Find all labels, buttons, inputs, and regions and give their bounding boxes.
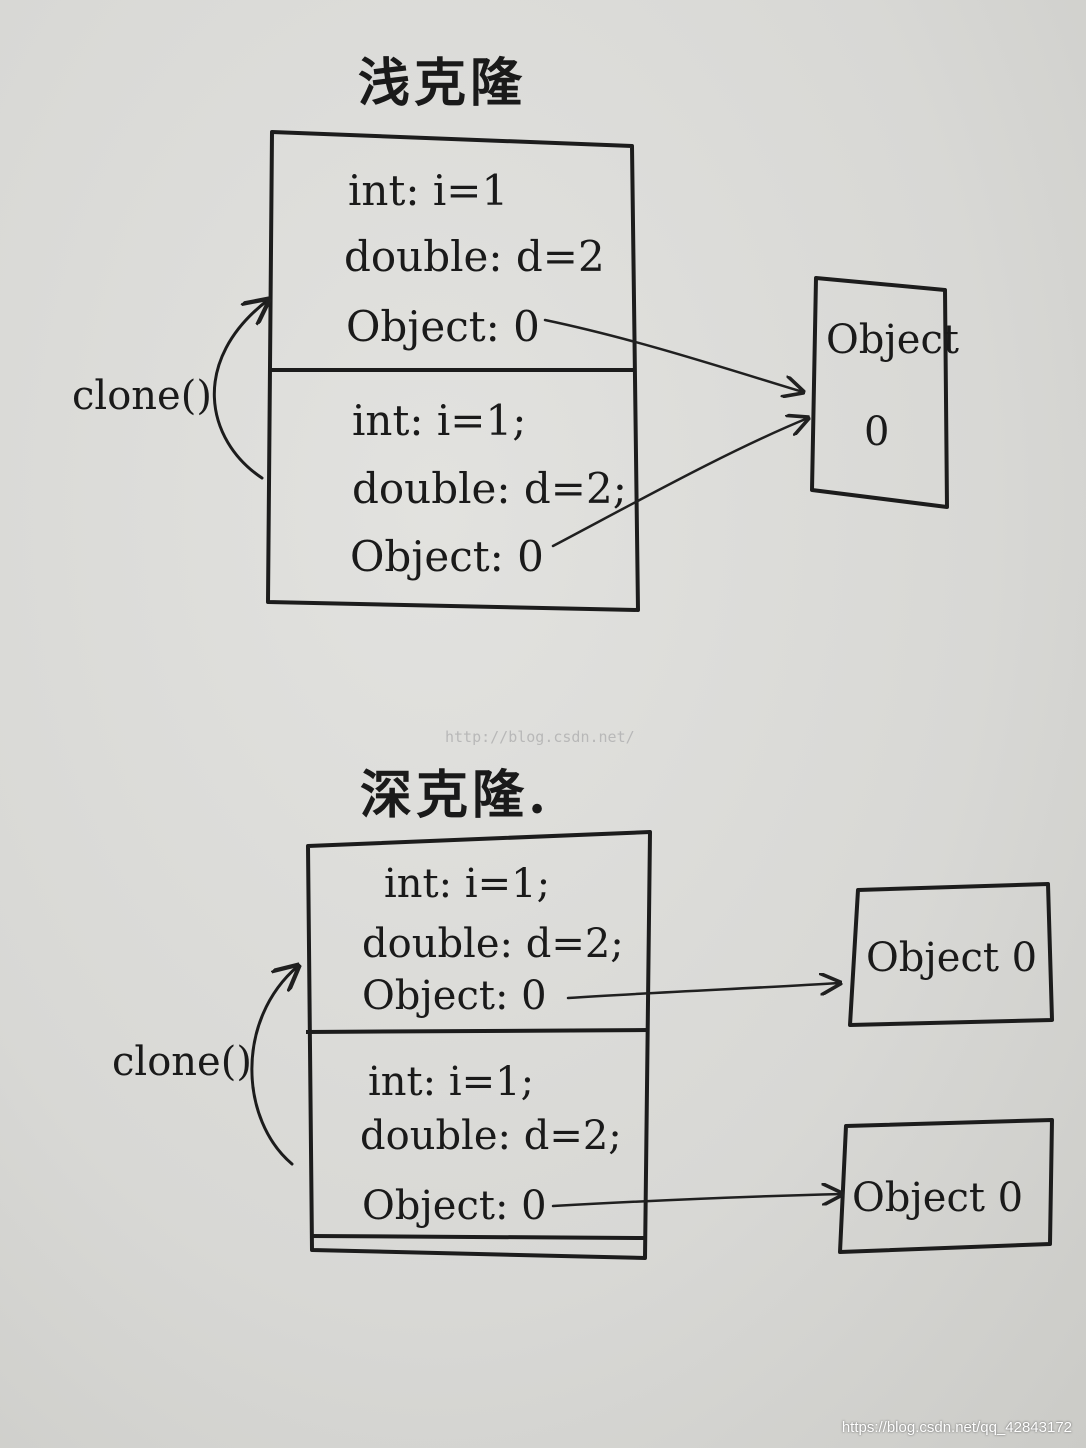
watermark: http://blog.csdn.net/ bbox=[445, 728, 635, 746]
shallow-clone-arc bbox=[212, 300, 268, 480]
deep-object-top-label: Object 0 bbox=[866, 935, 1038, 981]
deep-object-box-bottom bbox=[838, 1118, 1054, 1254]
deep-copy-field-int: int: i=1; bbox=[368, 1059, 535, 1105]
deep-clone-title: 深克隆. bbox=[360, 765, 551, 826]
shallow-memory-box bbox=[266, 130, 640, 612]
deep-original-field-double: double: d=2; bbox=[362, 921, 624, 967]
shallow-copy-field-object: Object: 0 bbox=[350, 532, 544, 581]
shallow-object-label: Object bbox=[826, 317, 959, 363]
shallow-original-field-object: Object: 0 bbox=[346, 302, 540, 351]
deep-copy-field-double: double: d=2; bbox=[360, 1113, 622, 1159]
footer-watermark: https://blog.csdn.net/qq_42843172 bbox=[841, 1419, 1072, 1436]
shallow-clone-title: 浅克隆 bbox=[358, 53, 527, 114]
deep-object-bottom-label: Object 0 bbox=[852, 1175, 1024, 1221]
shallow-object-box bbox=[810, 276, 949, 509]
deep-original-field-object: Object: 0 bbox=[362, 973, 547, 1019]
shallow-object-value: 0 bbox=[864, 409, 890, 455]
shallow-copy-field-double: double: d=2; bbox=[352, 464, 627, 513]
shallow-arrow-original bbox=[543, 318, 803, 392]
deep-original-field-int: int: i=1; bbox=[384, 861, 551, 907]
shallow-original-field-double: double: d=2 bbox=[344, 232, 605, 281]
shallow-original-field-int: int: i=1 bbox=[348, 166, 509, 215]
deep-memory-box bbox=[305, 830, 652, 1260]
deep-copy-field-object: Object: 0 bbox=[362, 1183, 547, 1229]
deep-arrow-top bbox=[566, 983, 840, 1000]
shallow-clone-label: clone() bbox=[72, 373, 212, 419]
deep-clone-arc bbox=[250, 966, 298, 1166]
deep-clone-label: clone() bbox=[112, 1039, 252, 1085]
shallow-arrow-copy bbox=[551, 418, 808, 548]
deep-object-box-top bbox=[848, 882, 1054, 1027]
shallow-copy-field-int: int: i=1; bbox=[352, 396, 527, 445]
deep-arrow-bottom bbox=[551, 1194, 842, 1208]
